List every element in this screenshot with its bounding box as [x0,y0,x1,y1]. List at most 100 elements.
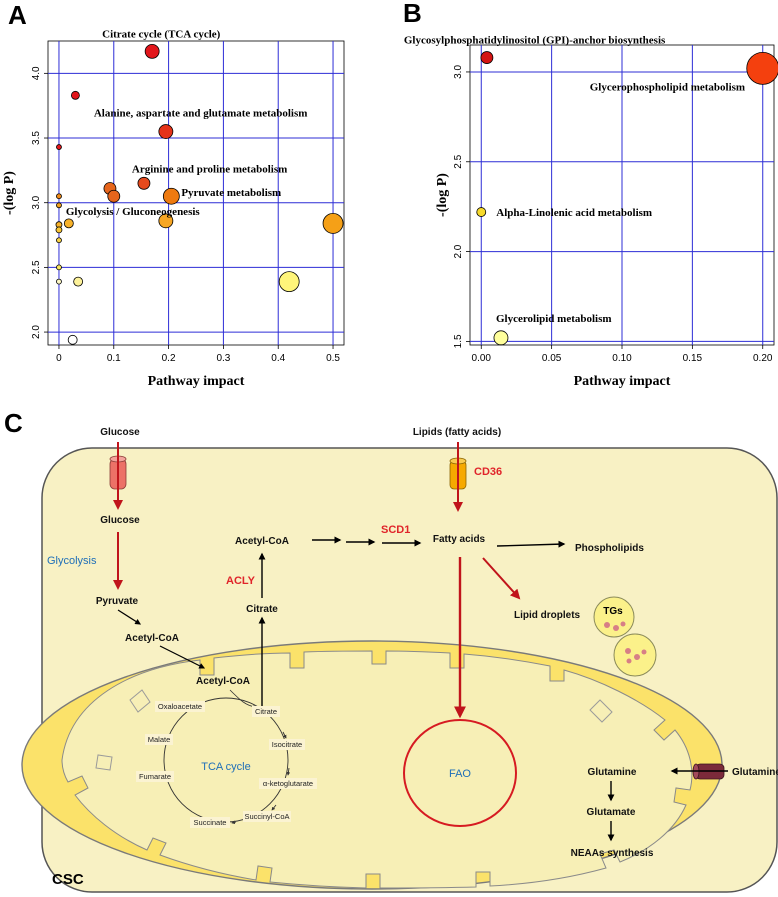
citrate-cyto-label: Citrate [246,604,278,615]
chart-b-points [476,51,778,346]
acly-label: ACLY [226,575,256,587]
bubble-point [71,90,80,100]
bubble-label: Citrate cycle (TCA cycle) [102,28,221,40]
bubble-label: Glycerolipid metabolism [496,313,612,325]
tca-node-malate: Malate [145,734,173,745]
bubble-point [278,271,300,293]
chart-a-xlabel: Pathway impact [148,374,245,389]
svg-text:Isocitrate: Isocitrate [272,740,302,749]
lipid-droplet-2 [613,633,657,677]
tca-node-succinyl-coa: Succinyl-CoA [243,811,291,822]
bubble-point [746,51,778,85]
chart-a-labels: Citrate cycle (TCA cycle) Alanine, aspart… [66,28,308,217]
lipid-droplet-1 [593,596,635,638]
glutamate-label: Glutamate [587,807,636,818]
glycolysis-label: Glycolysis [47,555,97,567]
bubble-label: Alpha-Linolenic acid metabolism [496,207,652,219]
cd36-label: CD36 [474,466,502,478]
tca-node-succinate: Succinate [190,817,230,828]
panel-letter-b: B [403,0,422,28]
y-tick-label: 4.0 [31,66,42,80]
bubble-point [56,144,62,150]
arrow-acetyl-into-mito [159,645,206,669]
fatty-acids-label: Fatty acids [433,534,486,545]
svg-text:Fumarate: Fumarate [139,772,171,781]
y-tick-label: 3.0 [453,65,464,79]
neaas-label: NEAAs synthesis [571,848,654,859]
glutamine-inside-label: Glutamine [588,767,637,778]
bubble-point [144,43,160,59]
bubble-point [493,330,509,346]
bubble-label: Pyruvate metabolism [181,187,281,199]
tca-cycle: Citrate Isocitrate α-ketoglutarate Succi… [136,697,317,828]
panel-letter-c: C [4,408,23,438]
tca-node-isocitrate: Isocitrate [269,739,305,750]
cell-label: CSC [52,871,84,888]
tca-node-oxaloacetate: Oxaloacetate [155,701,205,712]
bubble-label: Glycerophospholipid metabolism [590,81,745,93]
y-tick-label: 2.0 [453,244,464,258]
bubble-point [73,276,84,287]
tca-node-akg: α-ketoglutarate [259,778,317,789]
x-tick-label: 0.05 [542,353,562,364]
lipid-droplets-label: Lipid droplets [514,610,581,621]
bubble-point [322,212,344,234]
chart-a-plot-area [47,40,345,346]
glutamine-outside-label: Glutamine [732,767,778,778]
bubble-point [158,213,174,229]
mitochondrion-cristae [61,650,693,889]
bubble-label: Alanine, aspartate and glutamate metabol… [94,108,308,120]
chart-a-ylabel: -(log P) [2,171,17,215]
bubble-point [56,237,62,244]
chart-b-ylabel: -(log P) [435,173,450,217]
svg-text:Oxaloacetate: Oxaloacetate [158,702,202,711]
bubble-label: Glycolysis / Gluconeogenesis [66,206,201,218]
x-tick-label: 0.00 [472,353,492,364]
panel-letter-a: A [8,0,27,30]
glucose-outside-label: Glucose [100,427,140,438]
arrow-to-phospholipids [496,540,566,548]
svg-text:Succinate: Succinate [194,818,227,827]
glucose-inside-label: Glucose [100,515,140,526]
lipids-outside-label: Lipids (fatty acids) [413,427,501,438]
y-tick-label: 2.5 [453,154,464,168]
bubble-point [56,264,62,271]
scd1-label: SCD1 [381,524,410,536]
x-tick-label: 0.10 [612,353,632,364]
chart-b-labels: Glycosylphosphatidylinositol (GPI)-ancho… [404,35,745,325]
tca-node-fumarate: Fumarate [136,771,174,782]
bubble-label: Arginine and proline metabolism [132,163,287,175]
bubble-label: Glycosylphosphatidylinositol (GPI)-ancho… [404,35,666,47]
acetyl-coa-1-label: Acetyl-CoA [125,633,179,644]
svg-text:Citrate: Citrate [255,707,277,716]
tca-node-citrate: Citrate [252,706,280,717]
x-tick-label: 0.3 [216,353,230,364]
bubble-point [107,189,121,203]
acetyl-coa-2-label: Acetyl-CoA [196,676,250,687]
chart-b-xlabel: Pathway impact [574,374,671,389]
y-tick-label: 3.0 [31,195,42,209]
chart-a-points [55,43,344,345]
arrow-to-lipid-droplets [482,557,521,600]
bubble-point [158,124,174,139]
fao-label: FAO [449,768,471,780]
fao-circle [403,719,517,827]
x-tick-label: 0.1 [107,353,121,364]
phospholipids-label: Phospholipids [575,543,644,554]
x-tick-label: 0.4 [271,353,285,364]
y-tick-label: 3.5 [31,131,42,145]
svg-text:α-ketoglutarate: α-ketoglutarate [263,779,313,788]
svg-text:Malate: Malate [148,735,171,744]
x-tick-label: 0.20 [753,353,773,364]
bubble-point [55,226,63,234]
metabolism-diagram: CSC Glucose Glucose Glycolysis Pyruvate … [21,427,778,893]
bubble-point [162,187,180,205]
chart-a-grid [48,41,344,345]
x-tick-label: 0.15 [683,353,703,364]
acetyl-coa-top-label: Acetyl-CoA [235,536,289,547]
